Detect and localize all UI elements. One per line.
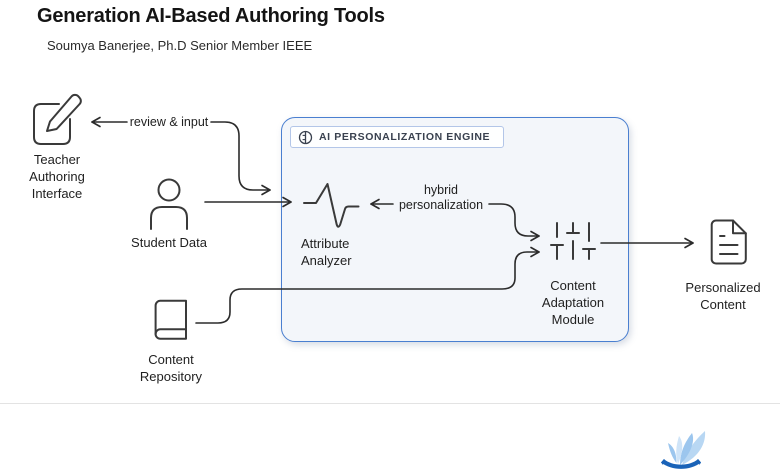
student-data-label: Student Data [131,235,207,250]
content-adaptation-module-label: Content Adaptation Module [541,278,605,328]
brain-circle-icon [298,130,313,144]
edge-label-review-input: review & input [129,115,209,129]
teacher-authoring-interface-label: Teacher Authoring Interface [29,152,85,202]
ai-engine-label-box: AI PERSONALIZATION ENGINE [290,126,504,148]
attribute-analyzer-label: Attribute Analyzer [301,236,352,269]
page-title: Generation AI-Based Authoring Tools [37,5,385,27]
ai-engine-label: AI PERSONALIZATION ENGINE [319,131,491,143]
document-text-icon [710,219,747,265]
content-repository-label: Content Repository [139,352,203,385]
edit-pencil-icon [33,93,82,145]
personalized-content-label: Personalized Content [685,280,761,313]
arrow-review-to-analyzer [210,121,271,196]
footer-divider [0,403,780,404]
user-icon [150,178,188,230]
winged-book-logo [661,431,706,469]
author-line: Soumya Banerjee, Ph.D Senior Member IEEE [47,38,313,53]
edge-label-hybrid-personalization: hybrid personalization [398,183,484,213]
book-icon [154,299,187,340]
